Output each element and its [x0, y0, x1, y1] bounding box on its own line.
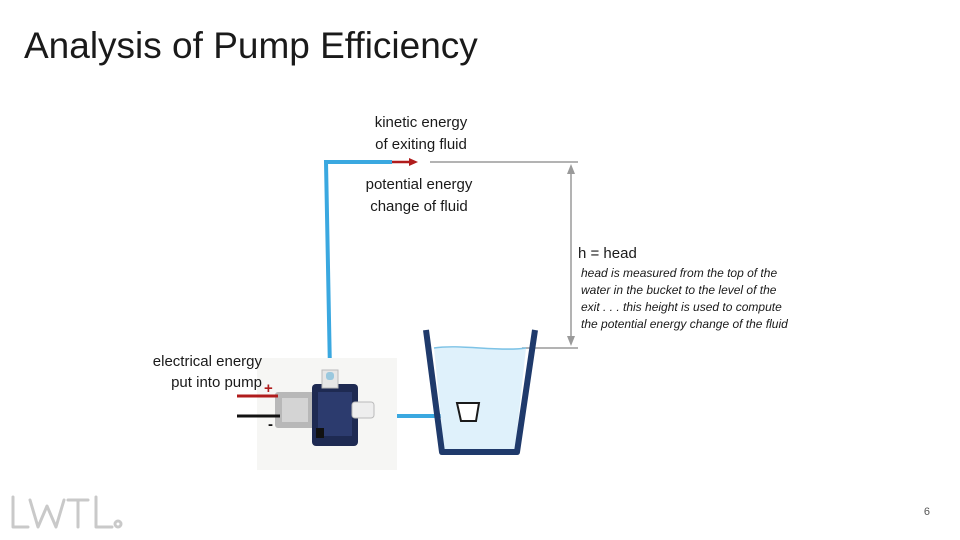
- electrical-energy-line-2: put into pump: [171, 374, 262, 391]
- bucket: [423, 329, 538, 455]
- head-note-line-3: exit . . . this height is used to comput…: [581, 300, 782, 314]
- intake-filter: [455, 402, 481, 422]
- positive-terminal-label: +: [264, 380, 273, 397]
- head-note: head is measured from the top of the wat…: [581, 265, 788, 333]
- electrical-energy-label: electrical energy put into pump: [153, 351, 262, 393]
- kinetic-energy-arrow: [392, 158, 418, 166]
- potential-energy-line-2: change of fluid: [370, 198, 468, 215]
- power-wires: [237, 394, 280, 418]
- kinetic-energy-line-1: kinetic energy: [374, 114, 468, 131]
- head-label: h = head: [578, 245, 637, 262]
- page-number: 6: [923, 506, 930, 518]
- potential-energy-line-1: potential energy: [365, 176, 473, 193]
- potential-energy-label: potential energy change of fluid: [352, 174, 486, 218]
- head-dimension-arrow: [567, 164, 575, 346]
- head-note-line-4: the potential energy change of the fluid: [581, 317, 788, 331]
- head-note-line-2: water in the bucket to the level of the: [581, 283, 777, 297]
- head-note-line-1: head is measured from the top of the: [581, 266, 778, 280]
- discharge-tube: [323, 160, 392, 373]
- electrical-energy-line-1: electrical energy: [152, 353, 262, 370]
- kinetic-energy-label: kinetic energy of exiting fluid: [360, 112, 482, 156]
- kinetic-energy-line-2: of exiting fluid: [375, 136, 467, 153]
- slide-title: Analysis of Pump Efficiency: [24, 25, 478, 66]
- negative-terminal-label: -: [268, 416, 273, 433]
- pump: [275, 369, 375, 446]
- lwtl-logo: [11, 495, 123, 529]
